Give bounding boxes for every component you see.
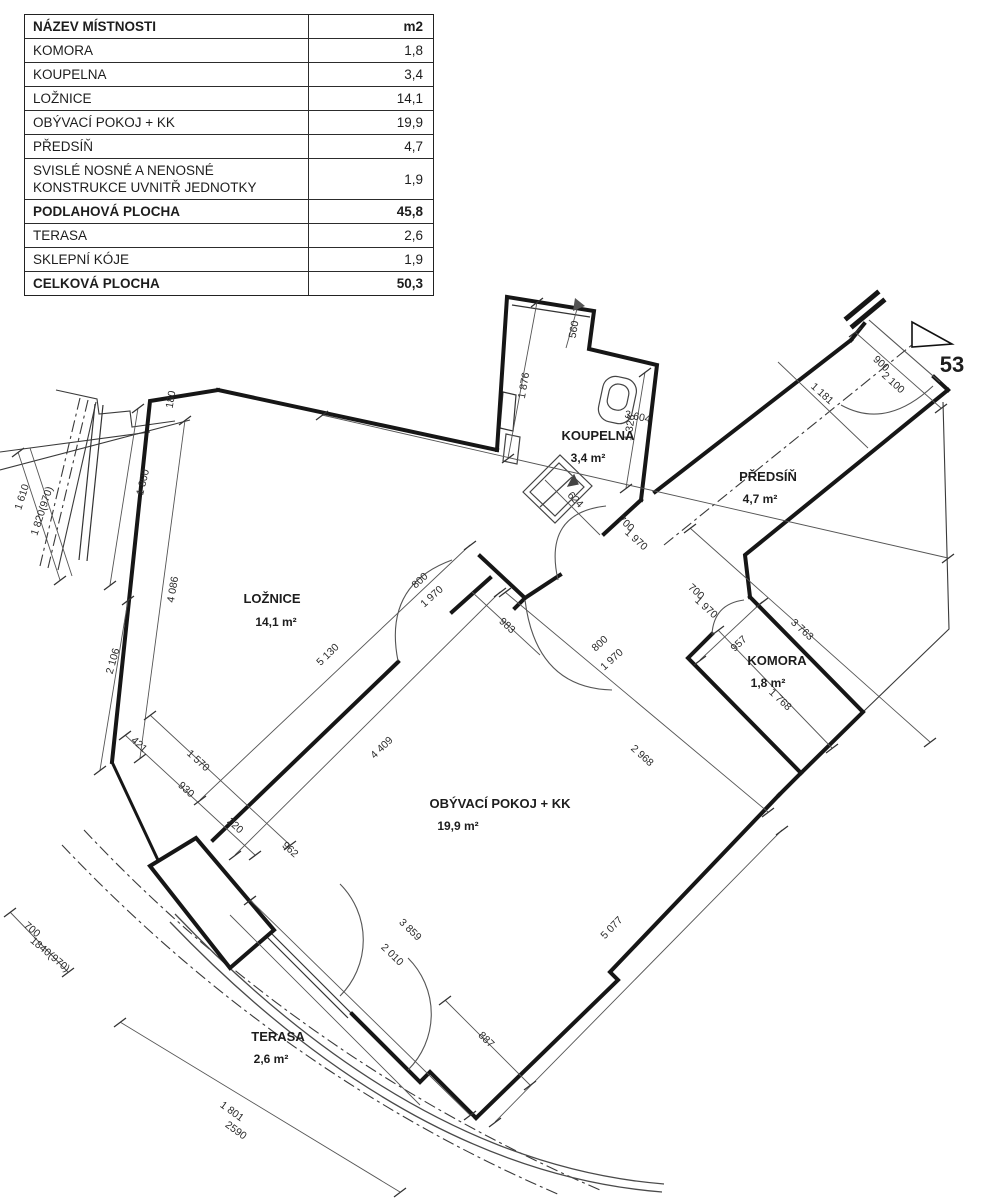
table-row-subtotal: PODLAHOVÁ PLOCHA 45,8 <box>25 199 433 223</box>
dimension-ticks <box>3 297 955 1198</box>
dim-label: 983 <box>496 615 517 636</box>
dim-label: 421 <box>128 734 149 755</box>
sink-icon <box>502 433 521 465</box>
door-swings <box>339 319 941 1071</box>
dim-label: 957 <box>728 633 749 654</box>
room-area-predsin: 4,7 m² <box>743 492 778 506</box>
dim-label: 3 859 <box>396 916 423 943</box>
room-area-komora: 1,8 m² <box>751 676 786 690</box>
dim-label: 887 <box>476 1029 497 1050</box>
dim-label: 1 181 <box>808 381 836 408</box>
dim-label: 962 <box>279 839 300 860</box>
dim-label: 2590 <box>223 1119 249 1143</box>
shower-icon <box>522 454 593 524</box>
table-row: KOMORA 1,8 <box>25 38 433 62</box>
row-name: KOUPELNA <box>33 67 107 82</box>
dim-label: 1 820(970) <box>29 485 56 537</box>
floor-plan-walls <box>109 289 951 1121</box>
table-row: PŘEDSÍŇ 4,7 <box>25 134 433 158</box>
dim-label: 2 100 <box>879 370 907 397</box>
bathroom-fixtures <box>502 375 638 524</box>
room-label-komora: KOMORA <box>747 653 807 668</box>
entrance-marker-icon <box>911 320 955 348</box>
room-label-predsin: PŘEDSÍŇ <box>739 469 797 484</box>
row-name: PŘEDSÍŇ <box>33 139 94 154</box>
room-area-loznice: 14,1 m² <box>255 615 296 629</box>
dim-label: 930 <box>175 779 196 800</box>
dim-label: 220 <box>224 815 245 836</box>
table-row: LOŽNICE 14,1 <box>25 86 433 110</box>
table-header-row: NÁZEV MÍSTNOSTI m2 <box>25 15 433 38</box>
row-value: 3,4 <box>308 63 433 86</box>
table-row-total: CELKOVÁ PLOCHA 50,3 <box>25 271 433 295</box>
dim-label: 3 604 <box>624 408 652 425</box>
row-value: 19,9 <box>308 111 433 134</box>
row-name: SVISLÉ NOSNÉ A NENOSNÉ KONSTRUKCE UVNITŘ… <box>33 163 257 195</box>
room-area-koupelna: 3,4 m² <box>571 451 606 465</box>
windows <box>78 304 591 1019</box>
row-value: 1,9 <box>308 159 433 199</box>
room-label-terasa: TERASA <box>251 1029 305 1044</box>
dim-label: 1 610 <box>12 483 32 512</box>
room-labels: KOUPELNA 3,4 m² PŘEDSÍŇ 4,7 m² LOŽNICE 1… <box>243 428 807 1066</box>
row-name: PODLAHOVÁ PLOCHA <box>33 204 181 219</box>
dim-label: 2 968 <box>628 743 656 770</box>
table-header-unit: m2 <box>308 15 433 38</box>
room-area-terasa: 2,6 m² <box>254 1052 289 1066</box>
dim-label: 5 130 <box>314 641 341 668</box>
row-value: 1,9 <box>308 248 433 271</box>
dim-label: 180 <box>164 390 179 409</box>
dim-label: 1 970 <box>418 583 446 610</box>
dim-label: 4 086 <box>165 575 181 603</box>
room-area-obyvaci: 19,9 m² <box>437 819 478 833</box>
neighbour-lines <box>0 331 950 1196</box>
dim-label: 1 326 <box>622 414 638 442</box>
table-row: TERASA 2,6 <box>25 223 433 247</box>
dim-label: 4 409 <box>368 734 395 761</box>
row-name: OBÝVACÍ POKOJ + KK <box>33 115 175 130</box>
dim-label: 624 <box>565 489 586 510</box>
terrace-curve <box>169 913 665 1193</box>
table-header-name: NÁZEV MÍSTNOSTI <box>33 19 157 34</box>
dim-label: 800 <box>409 570 430 591</box>
room-label-obyvaci: OBÝVACÍ POKOJ + KK <box>430 796 572 811</box>
dim-label: 1 768 <box>766 686 794 713</box>
dim-label: 1 570 <box>184 748 212 775</box>
room-label-koupelna: KOUPELNA <box>562 428 636 443</box>
row-name: CELKOVÁ PLOCHA <box>33 276 160 291</box>
dim-label: 2 010 <box>378 941 405 968</box>
row-value: 4,7 <box>308 135 433 158</box>
dim-label: 560 <box>567 320 582 339</box>
dim-label: 5 077 <box>598 914 625 941</box>
dim-label: 1 800 <box>134 468 152 497</box>
dim-label: 1 970 <box>598 646 626 673</box>
table-row: OBÝVACÍ POKOJ + KK 19,9 <box>25 110 433 134</box>
dim-label: 800 <box>589 633 610 654</box>
dimension-lines <box>9 298 949 1193</box>
row-name: LOŽNICE <box>33 91 92 106</box>
row-name: SKLEPNÍ KÓJE <box>33 252 130 267</box>
row-name: KOMORA <box>33 43 94 58</box>
row-value: 1,8 <box>308 39 433 62</box>
row-name: TERASA <box>33 228 88 243</box>
row-value: 14,1 <box>308 87 433 110</box>
table-row: SVISLÉ NOSNÉ A NENOSNÉ KONSTRUKCE UVNITŘ… <box>25 158 433 199</box>
dim-label: 1 970 <box>622 527 650 554</box>
room-area-table: NÁZEV MÍSTNOSTI m2 KOMORA 1,8 KOUPELNA 3… <box>24 14 434 296</box>
row-value: 45,8 <box>308 200 433 223</box>
table-row: KOUPELNA 3,4 <box>25 62 433 86</box>
row-value: 2,6 <box>308 224 433 247</box>
dim-label: 1 876 <box>516 371 532 399</box>
row-value: 50,3 <box>308 272 433 295</box>
unit-number: 53 <box>940 352 964 377</box>
table-row: SKLEPNÍ KÓJE 1,9 <box>25 247 433 271</box>
room-label-loznice: LOŽNICE <box>243 591 300 606</box>
toilet-icon <box>597 375 638 425</box>
dim-label: 1840(970) <box>28 935 72 975</box>
